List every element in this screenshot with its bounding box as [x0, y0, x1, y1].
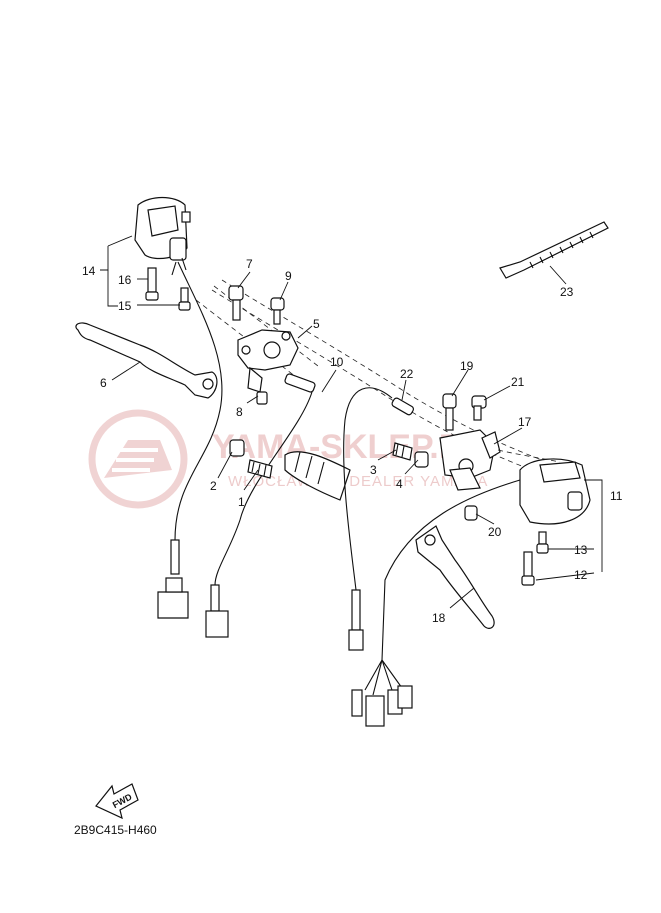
callout-1: 1: [238, 495, 245, 509]
watermark: YAMA-SKLEP.PL WŁOCŁAWEK | DEALER YAMAHA: [88, 409, 488, 509]
callout-16: 16: [118, 273, 132, 287]
clutch-lever: [75, 322, 218, 399]
nut-2: [229, 439, 245, 457]
callout-7: 7: [246, 257, 253, 271]
callout-13: 13: [574, 543, 588, 557]
brake-master-cylinder: [439, 429, 501, 491]
callout-18: 18: [432, 611, 446, 625]
bolt-7: [228, 285, 244, 321]
callout-8: 8: [236, 405, 243, 419]
left-switch-wire: [157, 261, 223, 619]
callout-9: 9: [285, 269, 292, 283]
cable-tie: [499, 221, 609, 279]
screw-16: [145, 267, 159, 301]
screw-13: [536, 531, 549, 554]
callout-10: 10: [330, 355, 344, 369]
callout-2: 2: [210, 479, 217, 493]
bolt-9: [270, 297, 285, 325]
front-brake-switch-cable: [343, 387, 415, 651]
callout-14: 14: [82, 264, 96, 278]
callout-11: 11: [610, 489, 623, 503]
nut-4: [414, 451, 429, 468]
callout-23: 23: [560, 285, 574, 299]
right-handlebar-switch: [497, 449, 591, 525]
watermark-title: YAMA-SKLEP.PL: [212, 428, 482, 466]
bolt-19: [442, 393, 457, 431]
clutch-switch-cable: [205, 373, 316, 638]
screw-15: [178, 287, 191, 311]
callout-6: 6: [100, 376, 107, 390]
leader-lines: [100, 235, 603, 609]
callout-labels: 14 16 15 6 7 9 5 10 8 2 1 3 4 22 19 21 1…: [82, 257, 623, 625]
watermark-subtitle: WŁOCŁAWEK | DEALER YAMAHA: [228, 473, 488, 490]
brake-lever: [415, 525, 495, 629]
callout-21: 21: [511, 375, 525, 389]
screw-12: [521, 551, 535, 586]
callout-22: 22: [400, 367, 414, 381]
watermark-logo-icon: [88, 409, 188, 509]
screw-1: [247, 459, 273, 479]
callout-3: 3: [370, 463, 377, 477]
bolt-21: [471, 395, 487, 421]
callout-15: 15: [118, 299, 132, 313]
right-switch-harness: [351, 479, 521, 727]
callout-20: 20: [488, 525, 502, 539]
diagram-code: 2B9C415-H460: [74, 823, 157, 837]
callout-19: 19: [460, 359, 474, 373]
callout-4: 4: [396, 477, 403, 491]
callout-12: 12: [574, 568, 588, 582]
nut-20: [464, 505, 478, 521]
callout-17: 17: [518, 415, 532, 429]
forward-arrow-icon: FWD: [95, 783, 139, 820]
nut-8: [256, 391, 268, 405]
callout-5: 5: [313, 317, 320, 331]
left-handlebar-switch: [134, 196, 191, 276]
